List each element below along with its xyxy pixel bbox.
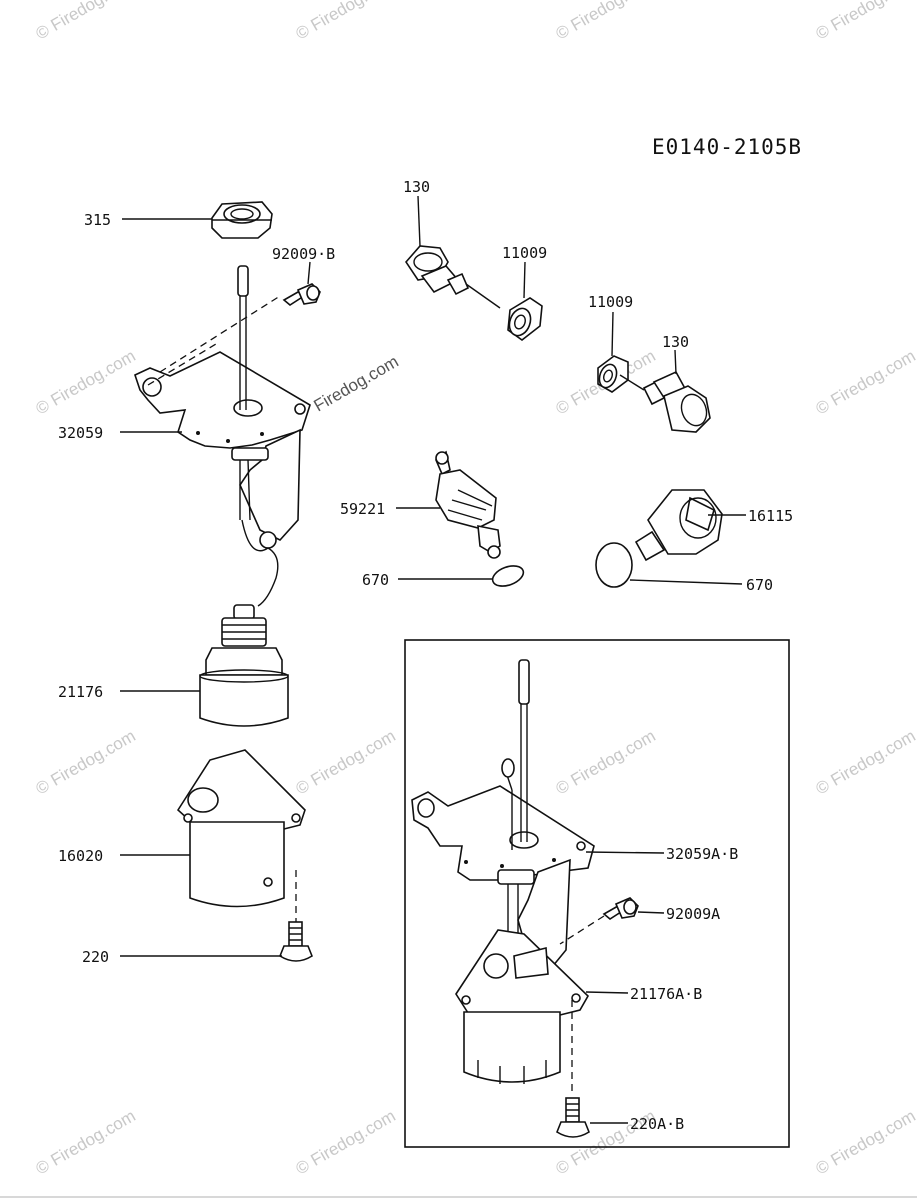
part-label-32059ab: 32059A·B — [666, 845, 738, 863]
part-label-670-second: 670 — [746, 576, 773, 594]
watermark: © Firedog.com — [33, 0, 139, 43]
part-label-21176ab: 21176A·B — [630, 985, 702, 1003]
washer-11009-second-drawing — [597, 355, 645, 393]
part-label-11009-second: 11009 — [588, 293, 633, 311]
watermark: © Firedog.com — [33, 726, 139, 798]
nut-315-drawing — [211, 201, 273, 239]
part-label-16020: 16020 — [58, 847, 103, 865]
watermark: © Firedog.com — [553, 0, 659, 43]
part-label-11009: 11009 — [502, 244, 547, 262]
oring-670-second-drawing — [595, 542, 633, 588]
screw-220-drawing — [279, 870, 313, 962]
plug-130-drawing — [404, 245, 501, 309]
watermark: © Firedog.com — [293, 0, 399, 43]
part-label-220ab: 220A·B — [630, 1115, 684, 1133]
part-label-220: 220 — [82, 948, 109, 966]
oring-670-drawing — [491, 565, 525, 587]
bracket-32059ab-drawing — [411, 659, 595, 974]
part-label-92009a: 92009A — [666, 905, 720, 923]
part-label-16115: 16115 — [748, 507, 793, 525]
watermark: © Firedog.com — [33, 1106, 139, 1178]
watermark: © Firedog.com — [293, 1106, 399, 1178]
watermark: © Firedog.com — [813, 0, 917, 43]
solenoid-21176-drawing — [199, 604, 289, 727]
part-label-315: 315 — [84, 211, 111, 229]
bolt-92009b-drawing — [282, 283, 321, 306]
washer-11009-drawing — [507, 297, 543, 341]
watermark: © Firedog.com — [33, 346, 139, 418]
housing-16020-drawing — [176, 749, 306, 908]
inset-box — [404, 639, 790, 1148]
part-label-130-second: 130 — [662, 333, 689, 351]
valve-59221-drawing — [435, 450, 501, 559]
leader-lines — [120, 195, 746, 1124]
plug-130-second-drawing — [642, 370, 711, 433]
fitting-16115-drawing — [634, 489, 723, 562]
part-label-59221: 59221 — [340, 500, 385, 518]
center-watermark: Firedog.com — [311, 352, 402, 416]
solenoid-21176ab-drawing — [455, 929, 590, 1084]
bracket-32059-drawing — [134, 265, 311, 607]
part-label-670: 670 — [362, 571, 389, 589]
diagram-code: E0140-2105B — [652, 135, 802, 159]
part-label-21176: 21176 — [58, 683, 103, 701]
part-label-92009b: 92009·B — [272, 245, 335, 263]
part-label-32059: 32059 — [58, 424, 103, 442]
watermark: © Firedog.com — [553, 726, 659, 798]
watermark: © Firedog.com — [813, 1106, 917, 1178]
bolt-92009a-drawing — [559, 897, 639, 945]
watermark: © Firedog.com — [813, 346, 917, 418]
watermark: © Firedog.com — [293, 726, 399, 798]
part-label-130: 130 — [403, 178, 430, 196]
screw-220ab-drawing — [556, 1000, 590, 1138]
watermark: © Firedog.com — [813, 726, 917, 798]
